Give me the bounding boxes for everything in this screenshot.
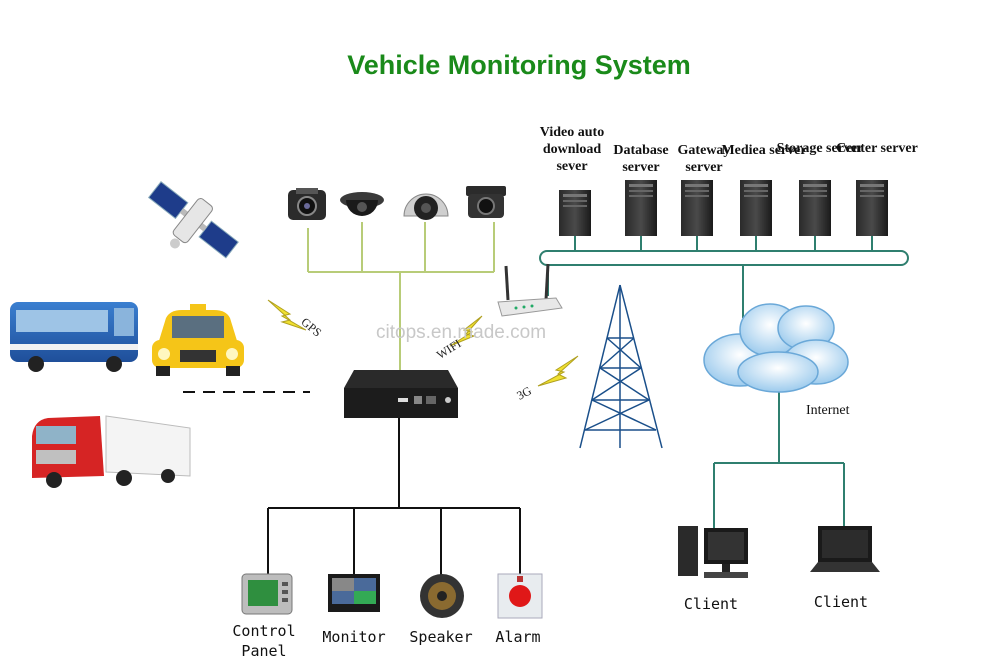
server-label-database: Database server xyxy=(613,143,669,175)
internet-label: Internet xyxy=(806,403,850,418)
server-label-video-auto-download: Video auto download sever xyxy=(539,125,605,174)
server-network-trunk xyxy=(539,236,909,528)
speaker-icon xyxy=(420,574,464,618)
wifi-signal-icon xyxy=(449,315,483,347)
server-icon xyxy=(625,180,657,236)
mobile-dvr-icon xyxy=(344,370,458,418)
internet-cloud-icon xyxy=(703,303,849,393)
server-icon xyxy=(681,180,713,236)
monitor-icon xyxy=(328,574,380,612)
taxi-icon xyxy=(152,304,244,376)
client-desktop-label: Client xyxy=(683,595,739,613)
server-label-center: Center server xyxy=(836,141,918,156)
server-icon xyxy=(799,180,831,236)
speaker-label: Speaker xyxy=(409,628,473,646)
page-title: Vehicle Monitoring System xyxy=(347,50,691,80)
monitor-label: Monitor xyxy=(322,628,386,646)
satellite-icon xyxy=(147,181,239,259)
cell-tower-icon xyxy=(579,284,663,449)
server-icon xyxy=(559,190,591,236)
peripheral-lines xyxy=(267,418,521,575)
server-label-storage: Storage server xyxy=(776,141,864,156)
truck-icon xyxy=(32,415,191,488)
desktop-computer-icon xyxy=(678,526,748,578)
control-panel-icon xyxy=(241,573,293,615)
gps-signal-icon xyxy=(267,299,307,331)
server-icon xyxy=(856,180,888,236)
ir-dome-camera-icon xyxy=(403,193,449,220)
box-camera-icon xyxy=(288,188,326,220)
alarm-label: Alarm xyxy=(495,628,541,646)
watermark: citops.en.made.com xyxy=(376,322,547,343)
control-panel-label: Control Panel xyxy=(232,622,296,660)
wifi-router-icon xyxy=(497,263,563,317)
bullet-camera-icon xyxy=(466,186,506,218)
camera-bus-lines xyxy=(307,222,495,372)
server-rack-row xyxy=(559,180,888,236)
server-label-mediea: Mediea server xyxy=(721,143,807,158)
client-laptop-label: Client xyxy=(813,593,869,611)
3g-signal-icon xyxy=(537,355,579,387)
bus-icon xyxy=(10,302,138,372)
server-label-gateway: Gateway server xyxy=(677,143,731,175)
laptop-icon xyxy=(810,526,880,572)
dome-camera-icon xyxy=(340,192,384,216)
alarm-icon xyxy=(497,573,543,619)
server-icon xyxy=(740,180,772,236)
